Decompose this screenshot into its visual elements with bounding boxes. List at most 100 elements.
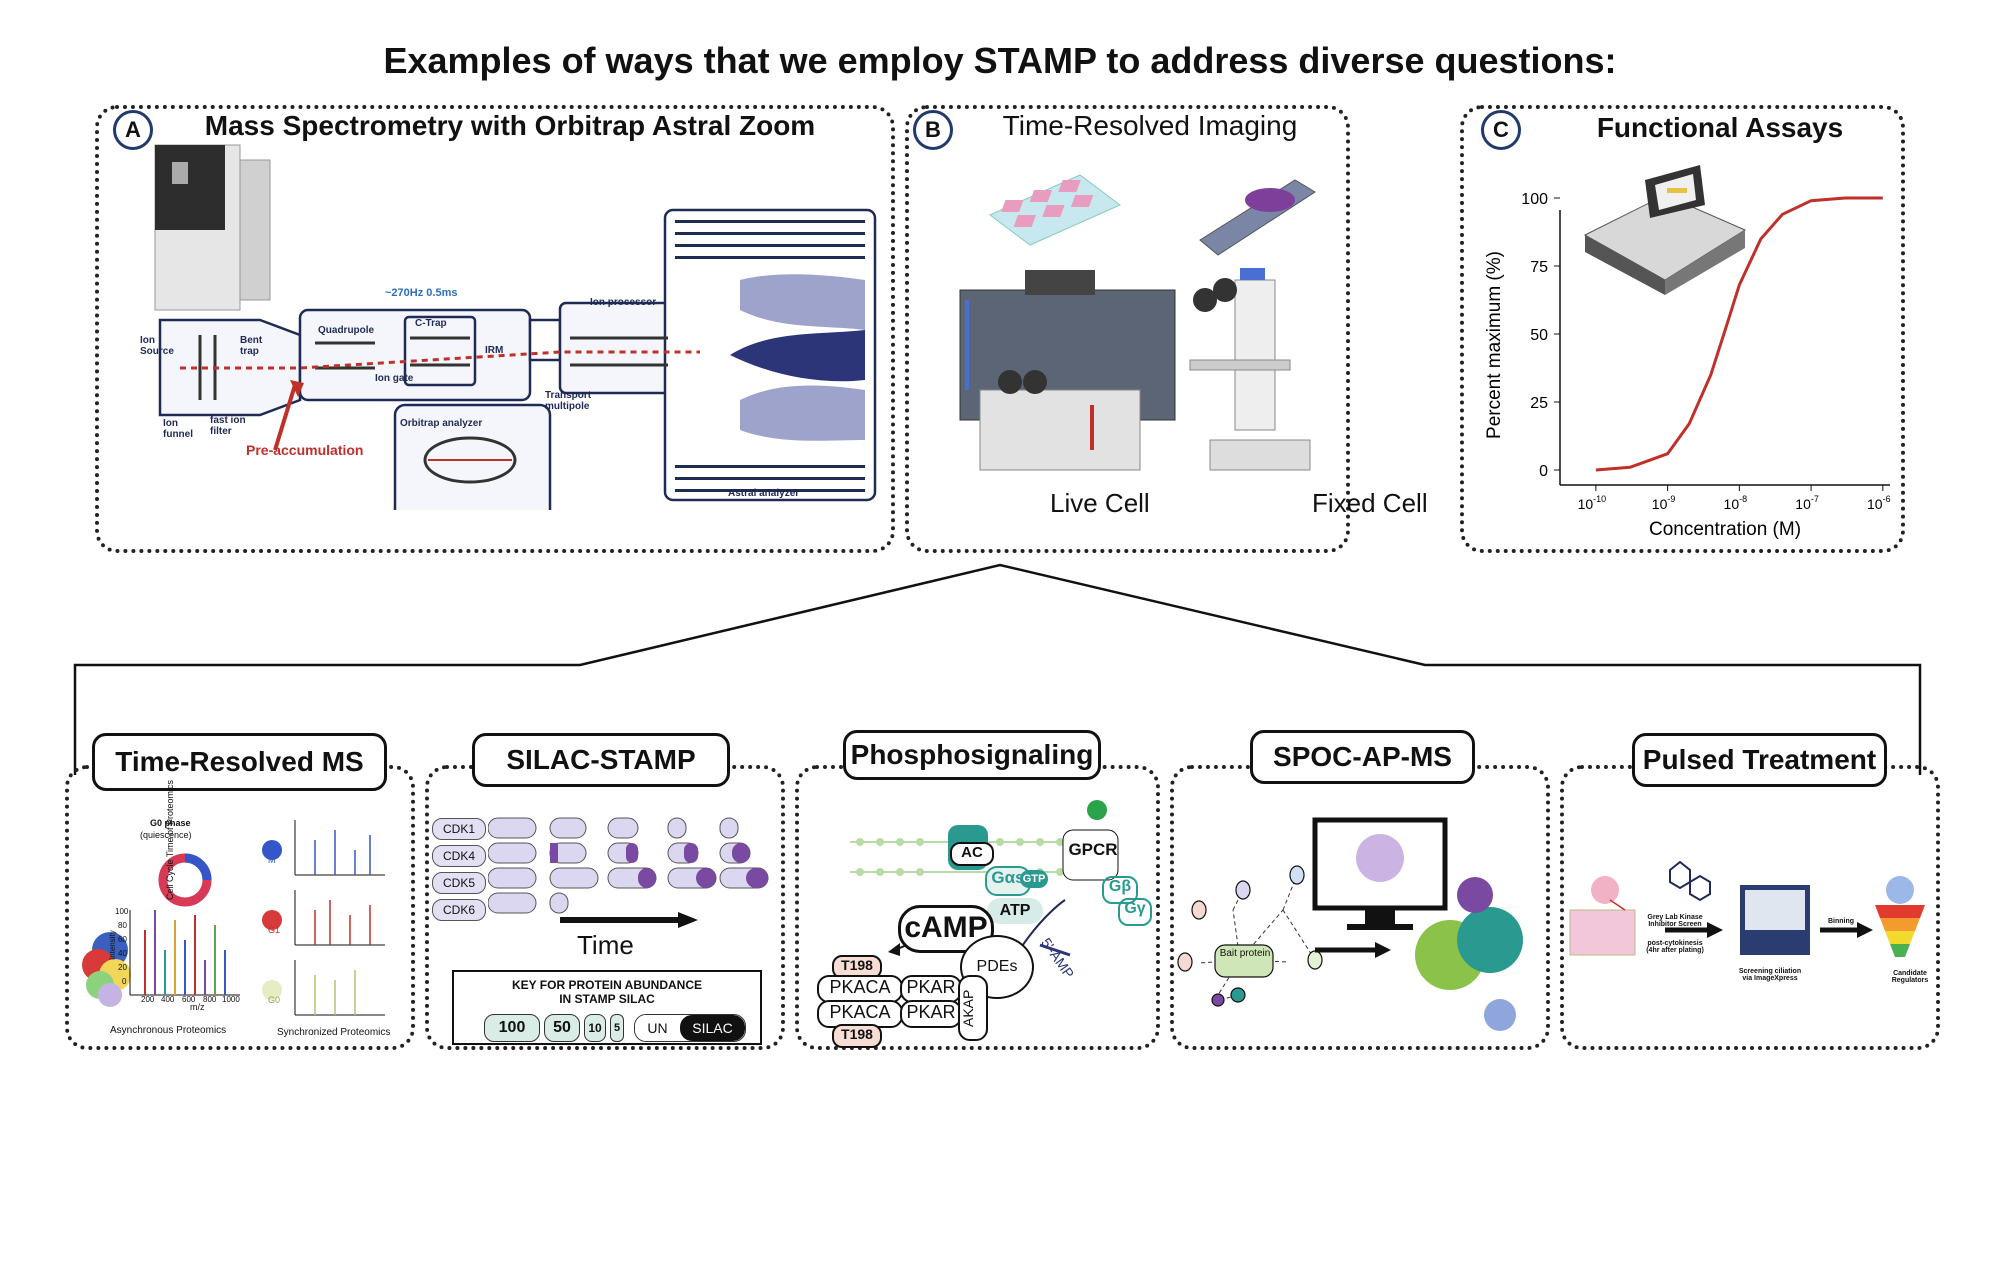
imaging-illustration [959,174,1316,471]
label-ion-funnel: Ion funnel [163,418,193,440]
row-cdk5: CDK5 [432,872,486,894]
orbitrap-instrument-diagram [154,144,877,510]
interaction-network [1199,874,1316,1001]
key-un: UN [635,1015,680,1041]
cell-membrane [850,838,1100,876]
tick-200: 200 [141,995,155,1004]
label-pkaca-1: PKACA [817,975,903,1003]
label-live-cell: Live Cell [1050,488,1150,518]
tag-spoc-ap-ms: SPOC-AP-MS [1250,730,1475,784]
label-intensity: Intensity [108,930,117,960]
label-ac: AC [950,842,994,866]
silac-row-labels: CDK1 CDK4 CDK5 CDK6 [432,818,486,921]
imagexpress-icon [1740,885,1810,955]
label-fast-ion-filter: fast ion filter [210,415,246,437]
label-astral: Astral analyzer [728,488,800,499]
row-cdk4: CDK4 [432,845,486,867]
label-c-trap: C-Trap [415,318,447,329]
funnel-icon [1875,876,1925,957]
key-title-1: KEY FOR PROTEIN ABUNDANCE [511,978,702,992]
label-orbitrap: Orbitrap analyzer [400,418,483,429]
ytick-40: 40 [118,949,127,958]
tag-time-resolved-ms: Time-Resolved MS [92,733,387,791]
pulsed-treatment-graphic [1569,860,1925,957]
panel-functional-assays [1460,105,1905,553]
time-label: Time [577,930,634,960]
label-ion-source: Ion Source [140,335,174,357]
panel-mass-spectrometry [95,105,895,553]
key-5: 5 [610,1014,624,1042]
y-axis-label: Percent maximum (%) [1484,251,1505,439]
monitor-icon [1312,817,1448,930]
label-quadrupole: Quadrupole [318,325,375,336]
label-akap: AKAP [958,975,988,1041]
y-tick-label: 25 [1530,395,1548,412]
silac-key: KEY FOR PROTEIN ABUNDANCE IN STAMP SILAC… [452,970,762,1045]
tick-400: 400 [161,995,175,1004]
protein-complex-icon [1415,877,1523,1031]
label-quiescence: (quiescence) [140,830,192,840]
label-cell-cycle-time: Cell Cycle Time of Proteomics [165,779,175,900]
row-cdk6: CDK6 [432,899,486,921]
label-ion-processor: Ion processor [590,297,657,308]
label-pre-accumulation: Pre-accumulation [246,442,364,458]
time-resolved-ms-graphic [82,820,385,1016]
tag-phosphosignaling: Phosphosignaling [843,730,1101,780]
label-phase-g0: G0 [268,995,281,1005]
ytick-0: 0 [122,977,127,986]
label-gtp: GTP [1020,870,1048,888]
label-pkar-2: PKAR [900,1000,962,1028]
ligand-icon [1087,800,1107,820]
panel-b-badge: B [913,110,953,150]
tick-600: 600 [182,995,196,1004]
label-sync-proteomics: Synchronized Proteomics [277,1027,391,1038]
ytick-20: 20 [118,963,127,972]
label-phase-m: M [268,855,276,865]
dose-response-curve [1595,196,1883,472]
label-phase-g1: G1 [268,925,281,935]
label-irm: IRM [485,345,504,356]
y-tick-label: 75 [1530,259,1548,276]
label-gy: Gγ [1118,898,1152,926]
key-50: 50 [544,1014,580,1042]
key-silac: SILAC [680,1015,745,1041]
tag-silac-stamp: SILAC-STAMP [472,733,730,787]
label-ion-gate: Ion gate [375,373,414,384]
label-bent-trap: Bent trap [240,335,263,357]
x-axis-label: Concentration (M) [1649,519,1801,540]
label-rate: ~270Hz 0.5ms [385,287,458,299]
ytick-80: 80 [118,921,127,930]
connector-lines [73,563,1922,775]
time-arrow [560,912,698,928]
label-screening: Screening ciliation via ImageXpress [1738,968,1802,982]
silac-abundance-grid [488,817,769,914]
y-tick-label: 100 [1521,191,1548,208]
panel-c-badge: C [1481,110,1521,150]
cells-icon [1591,876,1619,904]
label-fixed-cell: Fixed Cell [1312,488,1428,518]
tick-1000: 1000 [222,995,240,1004]
label-g0-phase: G0 phase [150,818,191,828]
well-plate-icon [989,174,1121,246]
panel-a-badge: A [113,110,153,150]
mass-spectrometer-icon [154,144,271,311]
key-title-2: IN STAMP SILAC [559,992,655,1006]
label-atp: ATP [987,898,1043,924]
key-10: 10 [584,1014,606,1042]
label-binning: Binning [1828,918,1855,925]
y-tick-label: 0 [1539,463,1548,480]
label-candidate-regulators: Candidate Regulators [1891,970,1929,984]
ytick-60: 60 [118,935,127,944]
plate-icon [1569,909,1636,956]
y-tick-label: 50 [1530,327,1548,344]
key-100: 100 [484,1014,540,1042]
label-bait-protein: Bait protein [1219,948,1271,959]
inhibitor-icon [1669,860,1711,902]
plate-reader-icon [1583,165,1747,295]
slide-icon [1199,179,1316,256]
live-cell-microscope-icon [959,270,1176,471]
label-grey-lab-screen: Grey Lab Kinase Inhibitor Screen [1647,914,1703,928]
panel-b-title: Time-Resolved Imaging [1002,110,1298,141]
tag-pulsed-treatment: Pulsed Treatment [1632,733,1887,787]
